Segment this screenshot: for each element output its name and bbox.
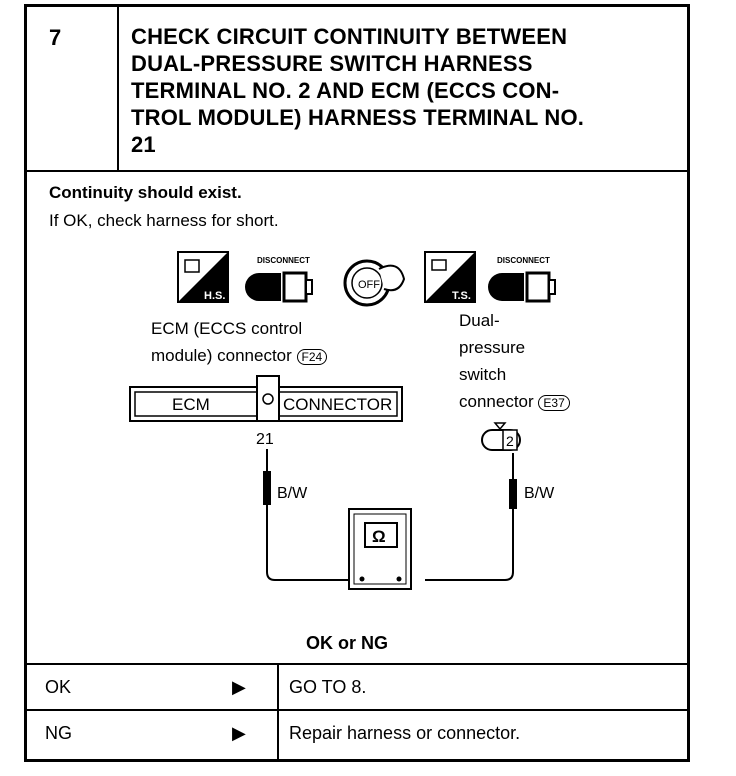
arrow-right-icon: ▶ xyxy=(232,677,246,697)
ohmmeter-icon: Ω xyxy=(348,508,412,590)
ecm-connector-label: ECM (ECCS control module) connector F24 xyxy=(151,315,328,369)
step-number: 7 xyxy=(27,7,119,170)
ignition-off-icon: OFF xyxy=(343,259,406,307)
wire-color-left: B/W xyxy=(277,485,308,502)
note-text: If OK, check harness for short. xyxy=(49,211,279,230)
result-action: Repair harness or connector. xyxy=(277,711,520,761)
connector-box-label: CONNECTOR xyxy=(283,395,392,414)
result-label: NG xyxy=(45,723,72,743)
step-header: 7 CHECK CIRCUIT CONTINUITY BETWEEN DUAL-… xyxy=(27,7,687,172)
result-row-ng: NG ▶ Repair harness or connector. xyxy=(27,709,687,761)
ts-label: T.S. xyxy=(452,290,471,302)
dual-pressure-connector: 2 xyxy=(481,422,521,451)
test-leads: B/W B/W xyxy=(263,449,555,581)
title-line: TERMINAL NO. 2 AND ECM (ECCS CON- xyxy=(131,78,560,103)
procedure-frame: 7 CHECK CIRCUIT CONTINUITY BETWEEN DUAL-… xyxy=(24,4,690,762)
requirement-text: Continuity should exist. xyxy=(49,183,242,202)
ecm-terminal-label: 21 xyxy=(256,431,274,448)
ecm-box-label: ECM xyxy=(172,395,210,414)
result-label: OK xyxy=(45,677,72,697)
dp-terminal-label: 2 xyxy=(506,433,514,449)
title-line: CHECK CIRCUIT CONTINUITY BETWEEN xyxy=(131,24,568,49)
dp-connector-label: Dual- pressure switch connector E37 xyxy=(459,307,570,415)
hs-icon: H.S. xyxy=(177,251,229,303)
title-line: TROL MODULE) HARNESS TERMINAL NO. xyxy=(131,105,585,130)
dp-connector-code: E37 xyxy=(538,394,570,411)
disconnect-icon: DISCONNECT xyxy=(245,256,313,303)
disconnect-icon: DISCONNECT xyxy=(488,256,556,303)
ts-icon: T.S. xyxy=(424,251,476,303)
wire-color-right: B/W xyxy=(524,485,555,502)
title-line: 21 xyxy=(131,132,156,157)
hs-label: H.S. xyxy=(204,290,225,302)
arrow-right-icon: ▶ xyxy=(232,723,246,743)
title-line: DUAL-PRESSURE SWITCH HARNESS xyxy=(131,51,533,76)
step-title: CHECK CIRCUIT CONTINUITY BETWEEN DUAL-PR… xyxy=(131,23,676,158)
off-label: OFF xyxy=(358,279,380,291)
disconnect-label: DISCONNECT xyxy=(497,256,550,265)
continuity-diagram: H.S. DISCONNECT OFF T.S. DISCONNECT xyxy=(129,251,556,590)
result-action: GO TO 8. xyxy=(277,665,366,709)
ecm-connector: ECM CONNECTOR 21 xyxy=(129,375,403,448)
ohm-symbol: Ω xyxy=(372,527,386,546)
disconnect-label: DISCONNECT xyxy=(257,256,310,265)
decision-label: OK or NG xyxy=(306,633,389,653)
ecm-connector-code: F24 xyxy=(296,348,328,365)
result-row-ok: OK ▶ GO TO 8. xyxy=(27,663,687,709)
